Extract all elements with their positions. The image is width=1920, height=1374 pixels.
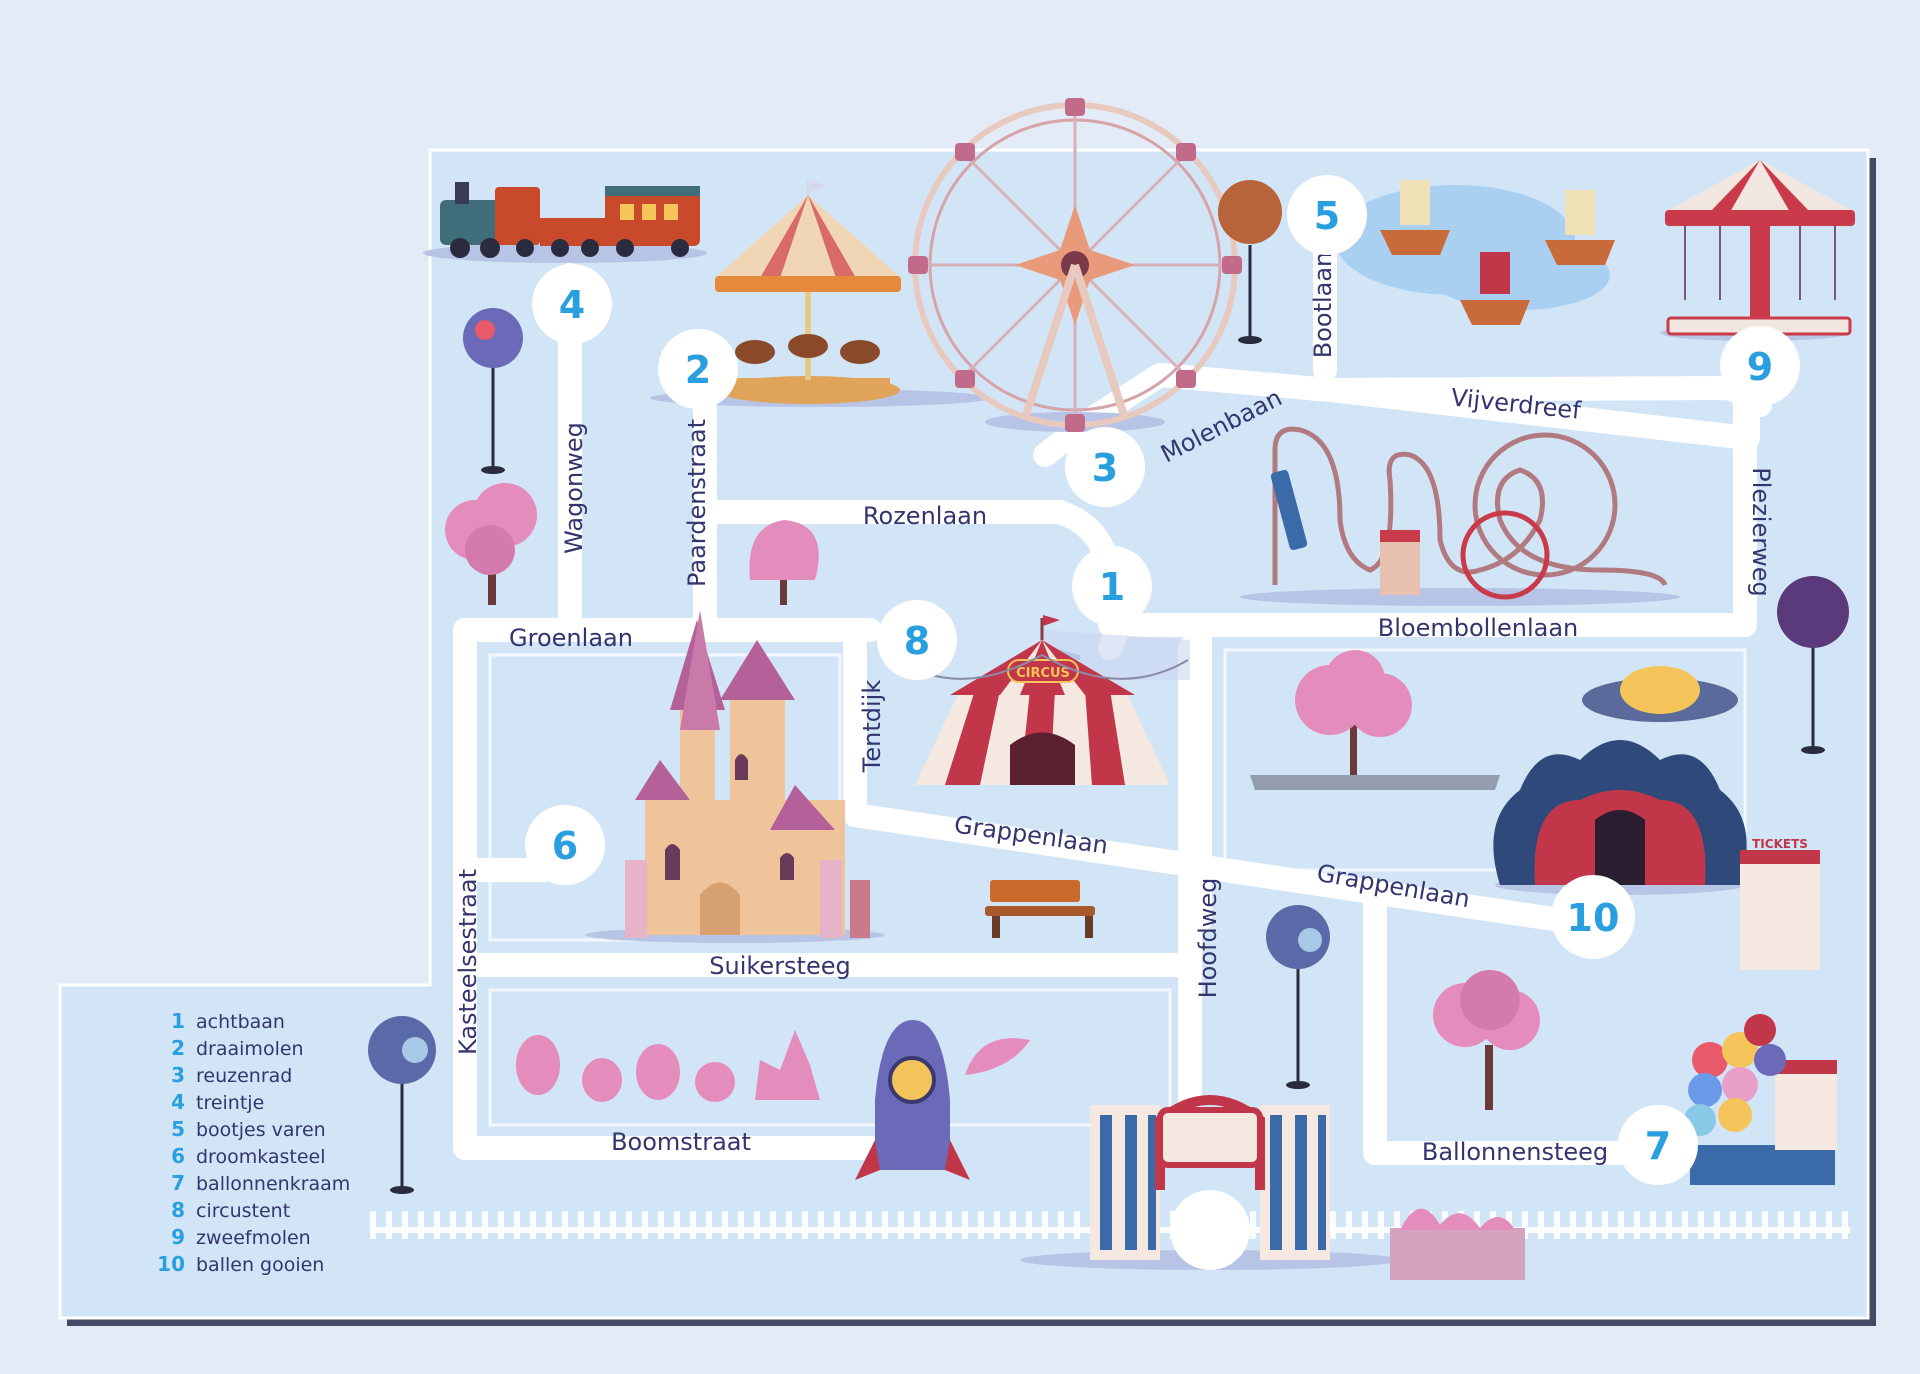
trees: [445, 483, 1540, 1280]
street-paardenstraat: Paardenstraat: [683, 419, 711, 587]
legend-item: 9 zweefmolen: [171, 1225, 311, 1249]
street-boomstraat: Boomstraat: [611, 1128, 751, 1156]
legend-item: 10 ballen gooien: [157, 1252, 324, 1276]
svg-text:9: 9: [1747, 345, 1773, 389]
attraction-markers: 1 2 3 4 5 6 7 8 9 10: [525, 175, 1800, 1185]
lamps: [368, 180, 1849, 1194]
street-tentdijk: Tentdijk: [858, 680, 886, 774]
tree-icon: [1433, 970, 1540, 1110]
swing-carousel-icon: [1660, 160, 1855, 341]
street-suikersteeg: Suikersteeg: [709, 952, 850, 980]
svg-text:draaimolen: draaimolen: [196, 1038, 304, 1060]
svg-text:10: 10: [157, 1252, 185, 1276]
legend: 1 achtbaan 2 draaimolen 3 reuzenrad 4 treint…: [157, 1009, 350, 1276]
svg-text:reuzenrad: reuzenrad: [196, 1065, 292, 1087]
svg-text:bootjes varen: bootjes varen: [196, 1119, 326, 1141]
marker-7: 7: [1618, 1105, 1698, 1185]
circus-tent-icon: CIRCUS: [897, 615, 1190, 785]
marker-2: 2: [658, 329, 738, 409]
circus-sign: CIRCUS: [1016, 666, 1070, 681]
train-icon: [423, 182, 707, 263]
legend-item: 4 treintje: [171, 1090, 264, 1114]
lamp-icon: [1218, 180, 1282, 344]
tree-icon: [1250, 650, 1500, 790]
ferris-wheel-icon: [908, 98, 1242, 432]
lamp-icon: [1777, 576, 1849, 754]
svg-text:4: 4: [171, 1090, 185, 1114]
roads: [453, 228, 1772, 1165]
svg-text:8: 8: [904, 619, 930, 663]
street-bloembollenlaan: Bloembollenlaan: [1378, 614, 1578, 642]
street-ballonnensteeg: Ballonnensteeg: [1422, 1138, 1608, 1166]
svg-text:2: 2: [171, 1036, 185, 1060]
street-bootlaan: Bootlaan: [1309, 252, 1337, 359]
tickets-sign: TICKETS: [1752, 837, 1808, 851]
legend-item: 1 achtbaan: [171, 1009, 285, 1033]
bench-icon: [985, 880, 1095, 938]
marker-4: 4: [532, 264, 612, 344]
rocket-icon: [855, 1020, 970, 1180]
svg-text:5: 5: [1314, 194, 1340, 238]
svg-text:4: 4: [559, 283, 585, 327]
svg-text:treintje: treintje: [196, 1092, 264, 1114]
boats-icon: [1335, 180, 1615, 325]
svg-text:1: 1: [1099, 565, 1125, 609]
legend-item: 3 reuzenrad: [171, 1063, 292, 1087]
svg-text:8: 8: [171, 1198, 185, 1222]
tree-icon: [445, 483, 537, 605]
svg-text:3: 3: [1092, 446, 1118, 490]
roller-coaster-icon: [1240, 426, 1680, 606]
svg-text:circustent: circustent: [196, 1200, 290, 1222]
lamp-icon: [1266, 905, 1330, 1089]
marker-3: 3: [1065, 427, 1145, 507]
svg-text:achtbaan: achtbaan: [196, 1011, 285, 1033]
street-wagonweg: Wagonweg: [560, 422, 588, 554]
svg-text:9: 9: [171, 1225, 185, 1249]
carousel-icon: [650, 180, 990, 407]
marker-6: 6: [525, 805, 605, 885]
svg-text:zweefmolen: zweefmolen: [196, 1227, 311, 1249]
street-hoofdweg: Hoofdweg: [1194, 878, 1222, 999]
svg-text:2: 2: [685, 348, 711, 392]
castle-icon: [585, 610, 885, 943]
svg-text:ballonnenkraam: ballonnenkraam: [196, 1173, 350, 1195]
svg-text:3: 3: [171, 1063, 185, 1087]
svg-text:6: 6: [552, 824, 578, 868]
street-rozenlaan: Rozenlaan: [863, 502, 987, 530]
street-plezierweg: Plezierweg: [1747, 467, 1775, 596]
legend-item: 6 droomkasteel: [171, 1144, 325, 1168]
legend-item: 2 draaimolen: [171, 1036, 304, 1060]
marker-9: 9: [1720, 326, 1800, 406]
marker-8: 8: [877, 600, 957, 680]
svg-text:1: 1: [171, 1009, 185, 1033]
tree-icon: [749, 520, 819, 605]
svg-text:ballen gooien: ballen gooien: [196, 1254, 324, 1276]
entrance-gate-icon: [1020, 1095, 1400, 1270]
legend-item: 5 bootjes varen: [171, 1117, 326, 1141]
svg-text:6: 6: [171, 1144, 185, 1168]
bushes: [516, 1030, 1525, 1280]
lamp-icon: [463, 308, 523, 474]
legend-item: 7 ballonnenkraam: [171, 1171, 350, 1195]
street-kasteelsestraat: Kasteelsestraat: [454, 869, 482, 1055]
legend-item: 8 circustent: [171, 1198, 290, 1222]
marker-10: 10: [1551, 875, 1635, 959]
svg-text:10: 10: [1567, 896, 1620, 940]
ufo-game-booth-icon: TICKETS: [1493, 666, 1820, 970]
marker-5: 5: [1287, 175, 1367, 255]
svg-text:droomkasteel: droomkasteel: [196, 1146, 326, 1168]
svg-text:5: 5: [171, 1117, 185, 1141]
svg-text:7: 7: [171, 1171, 185, 1195]
svg-text:7: 7: [1645, 1124, 1671, 1168]
lamp-icon: [368, 1016, 436, 1194]
marker-1: 1: [1072, 546, 1152, 626]
street-groenlaan: Groenlaan: [509, 624, 633, 652]
